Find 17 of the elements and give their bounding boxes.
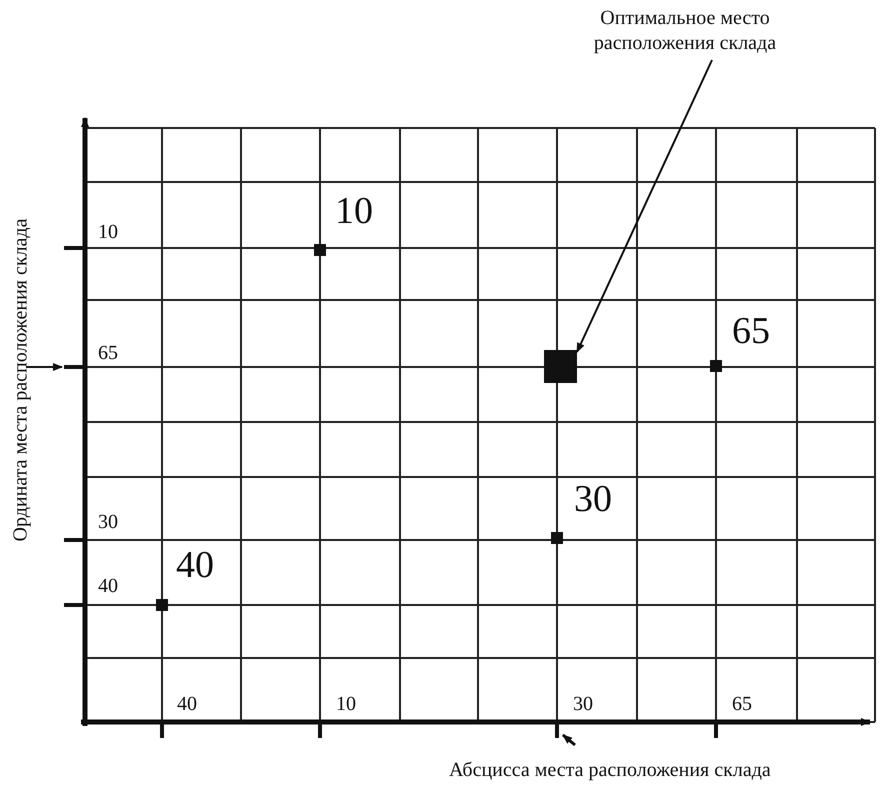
tick-label: 40 <box>98 576 118 596</box>
optimal-location-marker <box>544 350 577 383</box>
tick-label: 40 <box>177 694 197 714</box>
axis-title: Ордината места расположения склада <box>10 218 30 542</box>
tick-label: 30 <box>573 694 593 714</box>
axis-title: Абсцисса места расположения склада <box>449 760 771 780</box>
point-label: 10 <box>335 192 373 230</box>
tick-label: 10 <box>336 694 356 714</box>
tick-label: 10 <box>98 222 118 242</box>
tick-label: 65 <box>98 343 118 363</box>
callout-text: Оптимальное место расположения склада <box>560 6 810 56</box>
leader-arrow <box>576 60 713 353</box>
point-label: 30 <box>574 480 612 518</box>
tick-label: 30 <box>98 512 118 532</box>
tick-label: 65 <box>732 694 752 714</box>
point-label: 65 <box>732 312 770 350</box>
point-label: 40 <box>176 546 214 584</box>
